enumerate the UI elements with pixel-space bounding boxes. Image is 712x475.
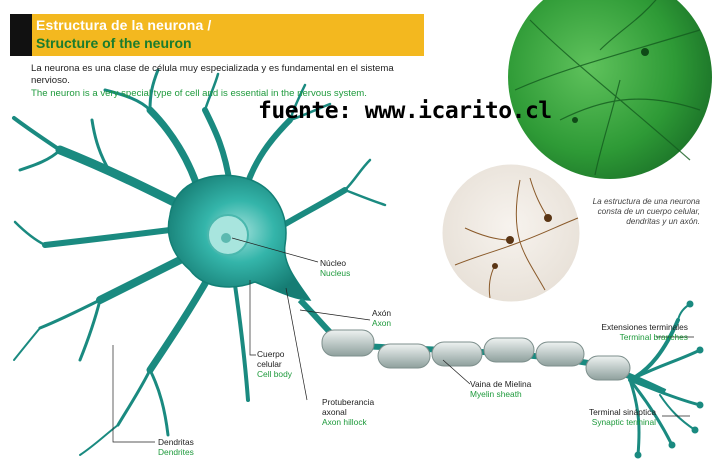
source-watermark: fuente: www.icarito.cl xyxy=(258,98,552,124)
label-synaptic-terminal: Terminal sináptica Synaptic terminal xyxy=(588,407,656,428)
label-axon-hillock: Protuberancia axonal Axon hillock xyxy=(322,397,375,428)
caption: La estructura de una neurona consta de u… xyxy=(592,197,700,226)
microscope-image-green xyxy=(508,0,712,179)
leader-lines xyxy=(112,237,694,443)
label-myelin: Vaina de Mielina Myelin sheath xyxy=(470,379,532,400)
intro-en: The neuron is a very special type of cel… xyxy=(31,88,367,99)
label-axon: Axón Axon xyxy=(372,308,392,329)
myelin-sheath xyxy=(321,329,631,381)
terminal-branches xyxy=(628,300,704,459)
label-dendrites: Dendritas Dendrites xyxy=(158,437,194,458)
title-en: Structure of the neuron xyxy=(36,35,192,51)
title-es: Estructura de la neurona / xyxy=(36,17,212,33)
microscope-image-brown xyxy=(439,161,583,305)
synaptic-terminal xyxy=(686,300,694,308)
label-cell-body: Cuerpo celular Cell body xyxy=(257,349,292,380)
label-terminal-branches: Extensiones terminales Terminal branches xyxy=(601,322,688,343)
label-nucleus: Núcleo Nucleus xyxy=(320,258,351,279)
axon xyxy=(297,297,667,395)
intro-es: La neurona es una clase de célula muy es… xyxy=(31,63,394,86)
cell-body xyxy=(167,174,312,301)
title-bar xyxy=(10,14,424,56)
